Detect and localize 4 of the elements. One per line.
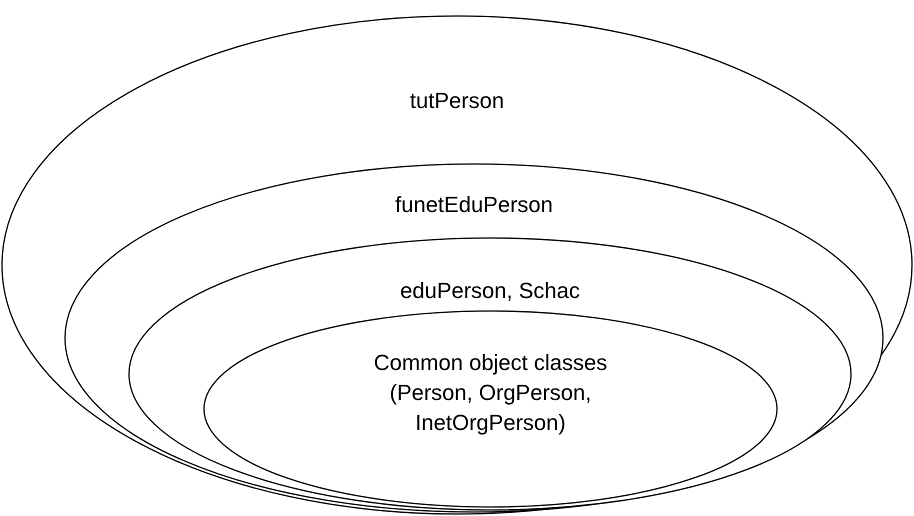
ellipse-label: tutPerson <box>408 87 506 115</box>
ellipse-label: funetEduPerson <box>394 191 554 219</box>
ellipse-label: eduPerson, Schac <box>399 277 581 305</box>
ellipse-label: Common object classes (Person, OrgPerson, InetOrgPerson) <box>372 349 608 437</box>
